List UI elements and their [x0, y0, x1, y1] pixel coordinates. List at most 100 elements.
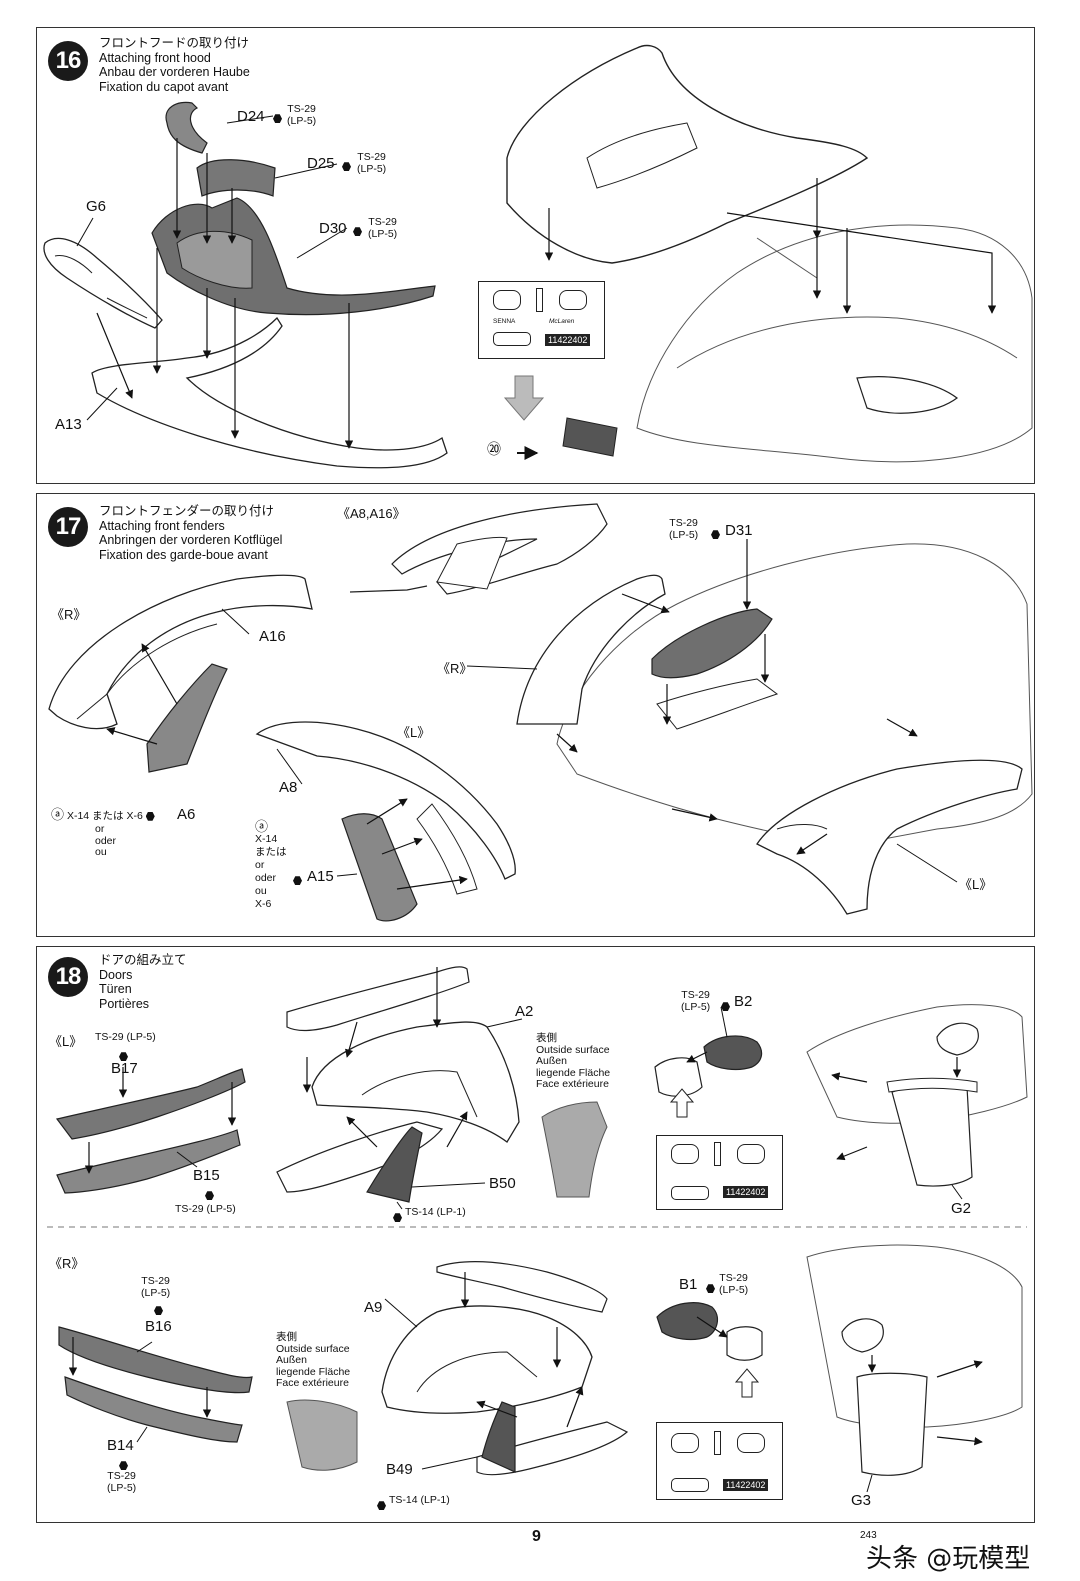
step-18-title-fr: Portières [99, 996, 150, 1011]
decal-sheet-18-l: 11422402 [656, 1135, 783, 1210]
mclaren-badge-shape [562, 417, 618, 457]
part-d25-shape [196, 159, 276, 197]
part-b2-shape [703, 1035, 763, 1071]
b1-paint: TS-29(LP-5) [719, 1272, 748, 1296]
decal-r-strip [714, 1431, 721, 1455]
decal-l-window-left [671, 1144, 699, 1164]
b49-paint-lp: (LP-1) [420, 1494, 450, 1506]
decal-number-16: 11422402 [545, 334, 591, 346]
b49-paint: TS-14 (LP-1) [389, 1494, 450, 1507]
label-b2: B2 [734, 993, 753, 1010]
d31-paint: TS-29(LP-5) [669, 517, 699, 541]
label-d31: D31 [725, 522, 753, 539]
step-17-heading: 《A8,A16》 [337, 506, 406, 521]
d24-bolt-icon [273, 110, 282, 128]
d30-bolt-icon [353, 223, 362, 241]
a15-x6: X-6 [255, 898, 272, 910]
a15-or-de: oder [255, 872, 277, 884]
step-17-r-mark-right: 《R》 [437, 661, 473, 676]
label-d25: D25 [307, 155, 335, 172]
decal-brand-text: McLaren [549, 318, 575, 325]
a6-paint-note: ⓐ X-14 または X-6 [51, 807, 155, 823]
a15-a-mark: ⓐ [255, 819, 269, 834]
part-a2-window-strip [286, 966, 470, 1032]
b17-paint: TS-29 (LP-5) [95, 1031, 156, 1044]
part-b14-shape [64, 1376, 243, 1443]
d25-paint-ts: TS-29 [357, 151, 386, 163]
step-16-title-en: Attaching front hood [99, 50, 211, 65]
b14-bolt-icon [119, 1457, 128, 1475]
step-18-l-mark: 《L》 [49, 1034, 83, 1049]
label-a8: A8 [279, 779, 298, 796]
step-17-title-fr: Fixation des garde-boue avant [99, 547, 268, 562]
front-hood-shape [506, 44, 869, 264]
step-17-l-mark-right: 《L》 [959, 877, 993, 892]
step-18-drawing [47, 966, 1028, 1493]
surface-l-en: Outside surface [536, 1043, 610, 1056]
a6-or-group: or oder ou [95, 823, 117, 859]
label-d24: D24 [237, 108, 265, 125]
page-number: 9 [532, 1528, 541, 1545]
part-a13-shape [91, 316, 448, 469]
surface-l-de2: liegende Fläche [536, 1066, 611, 1079]
step-17-title-de: Anbringen der vorderen Kotflügel [99, 533, 283, 547]
a6-or-de: oder [95, 834, 117, 847]
a6-or-en: or [95, 823, 105, 835]
b2-paint: TS-29(LP-5) [681, 989, 710, 1013]
b14-paint-ts: TS-29 [107, 1470, 136, 1482]
b14-paint: TS-29(LP-5) [107, 1470, 136, 1494]
b15-bolt-icon [205, 1187, 214, 1205]
a15-paint-note: ⓐ X-14 または or oder ou X-6 [255, 820, 287, 911]
step-17-title-ja: フロントフェンダーの取り付け [99, 504, 275, 518]
decal-sheet-16: SENNA McLaren 11422402 [478, 281, 605, 359]
surface-l-de: Außen [536, 1055, 567, 1067]
b16-bolt-icon [154, 1302, 163, 1320]
label-a16: A16 [259, 628, 286, 645]
a6-or-ja: または [92, 810, 124, 822]
b15-paint-lp: (LP-5) [206, 1203, 236, 1215]
b49-bolt-icon [377, 1497, 386, 1515]
step-18-title-en: Doors [99, 967, 133, 982]
label-b49: B49 [386, 1461, 413, 1478]
b50-bolt-icon [393, 1209, 402, 1227]
d31-paint-lp: (LP-5) [669, 528, 699, 541]
decal-l-plate [671, 1186, 709, 1200]
b50-paint-lp: (LP-1) [436, 1206, 466, 1218]
a15-bolt-icon [293, 872, 302, 890]
label-a15: A15 [307, 868, 334, 885]
decal-plate [493, 332, 531, 346]
part-d31-shape [651, 608, 773, 679]
b49-paint-ts: TS-14 [389, 1494, 418, 1506]
b17-bolt-icon [119, 1048, 128, 1066]
page-code: 243 [860, 1530, 877, 1541]
surface-r-ja: 表側 [276, 1331, 297, 1343]
step-18-title-de: Türen [99, 982, 132, 996]
a6-or-fr: ou [95, 846, 107, 858]
surface-r-en: Outside surface [276, 1342, 350, 1355]
step-18-title: ドアの組み立て Doors Türen Portières [99, 953, 187, 1011]
surface-note-r: 表側 Outside surface Außen liegende Fläche… [276, 1331, 350, 1390]
step-18-panel: 18 ドアの組み立て Doors Türen Portières [36, 946, 1035, 1523]
label-g3: G3 [851, 1492, 872, 1509]
b15-paint: TS-29 (LP-5) [175, 1203, 236, 1216]
part-b16-shape [58, 1326, 253, 1394]
a6-x14: X-14 [66, 810, 90, 822]
part-g2-shape [891, 1085, 973, 1187]
b16-paint-lp: (LP-5) [141, 1286, 171, 1299]
a15-or-en: or [255, 859, 265, 871]
decal-l-window-right [737, 1144, 765, 1164]
a6-a-mark: ⓐ [51, 807, 65, 822]
d31-bolt-icon [711, 526, 720, 544]
b1-paint-ts: TS-29 [719, 1272, 748, 1284]
step-16-title: フロントフードの取り付け Attaching front hood Anbau … [99, 36, 250, 94]
d25-bolt-icon [342, 158, 351, 176]
step-18-title-ja: ドアの組み立て [99, 953, 187, 967]
step-17-title-en: Attaching front fenders [99, 518, 225, 533]
decal-senna-text: SENNA [493, 318, 516, 325]
part-a16-shape [48, 574, 313, 730]
step-16-drawing [43, 44, 1033, 469]
d24-paint-lp: (LP-5) [287, 114, 317, 127]
decal-number-18-r: 11422402 [723, 1479, 769, 1491]
b1-bolt-icon [706, 1280, 715, 1298]
surface-l-ja: 表側 [536, 1032, 557, 1044]
